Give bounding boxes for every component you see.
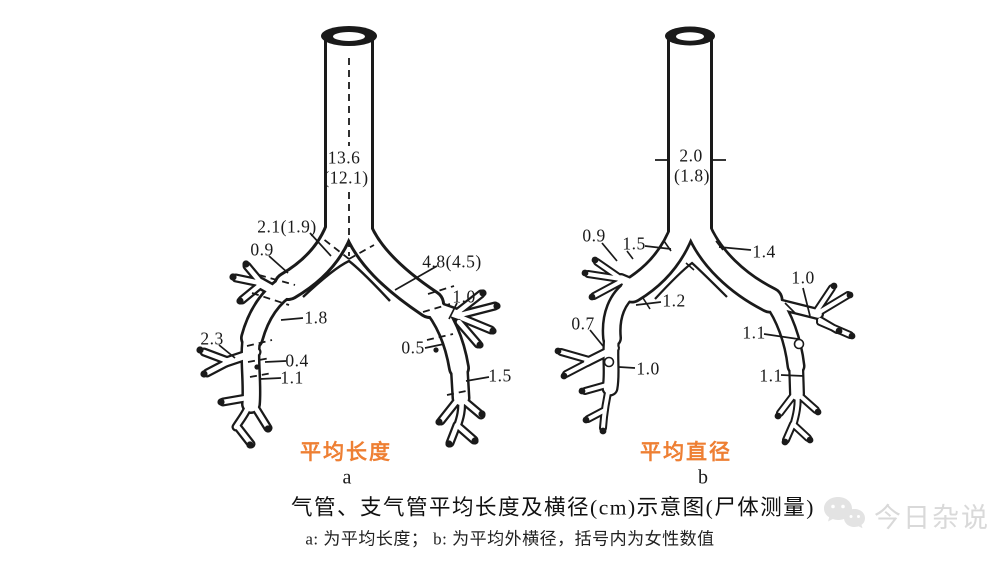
figure-caption-note: a: 为平均长度； b: 为平均外横径，括号内为女性数值: [305, 529, 715, 549]
a-right-lower-label: 1.5: [488, 365, 512, 386]
a-trachea-length-female-label: (12.1): [323, 167, 369, 188]
b-right-lower-label: 1.1: [759, 365, 783, 386]
a-left-upper-branch-label: 0.9: [250, 239, 274, 260]
watermark-text: 今日杂说: [874, 502, 990, 533]
leader-lines-b: [589, 159, 811, 377]
b-trachea-diameter-female-label: (1.8): [673, 165, 711, 186]
wall-tick-marks-b: [626, 240, 796, 314]
carina-b: [654, 261, 728, 300]
wechat-bubbles-icon: [824, 497, 865, 529]
b-trachea-diameter-label: 2.0: [679, 145, 703, 166]
b-left-lower-label: 1.0: [636, 358, 660, 379]
diagram-b-tag: b: [698, 466, 708, 489]
b-left-intermediate-label: 1.2: [662, 290, 686, 311]
a-left-middle-branch-label: 2.3: [200, 328, 224, 349]
branch-tips-a: [196, 260, 501, 449]
a-left-lower-a-label: 0.4: [285, 350, 309, 371]
b-right-main-bronchus-label: 1.4: [752, 241, 776, 262]
b-left-main-bronchus-label: 1.5: [622, 233, 646, 254]
trachea-opening-b: [665, 26, 715, 46]
a-right-intermediate-label: 0.5: [401, 337, 425, 358]
watermark: 今日杂说: [821, 494, 990, 536]
a-left-intermediate-label: 1.8: [304, 307, 328, 328]
a-left-main-bronchus-label: 2.1(1.9): [257, 216, 317, 237]
a-right-main-bronchus-label: 4.8(4.5): [422, 251, 482, 272]
reference-dots-a: [254, 347, 439, 370]
b-left-middle-branch-label: 0.7: [571, 313, 595, 334]
diagram-a-title: 平均长度: [300, 441, 392, 464]
leader-lines-a: [218, 232, 490, 382]
b-right-upper-branch-label: 1.0: [791, 267, 815, 288]
figure-caption: 气管、支气管平均长度及横径(cm)示意图(尸体测量): [291, 495, 815, 520]
b-left-upper-branch-label: 0.9: [582, 225, 606, 246]
diagram-b-title: 平均直径: [640, 441, 732, 464]
a-right-upper-branch-label: 1.0: [452, 286, 476, 307]
a-trachea-length-label: 13.6: [327, 147, 361, 168]
a-left-lower-b-label: 1.1: [280, 367, 304, 388]
carina-a: [302, 259, 391, 302]
trachea-opening-a: [321, 26, 377, 46]
diagram-a-tag: a: [342, 466, 352, 489]
branch-tips-b: [554, 256, 856, 446]
reference-circles-b: [603, 338, 805, 368]
dashed-measure-lines-a: [246, 58, 467, 396]
b-right-intermediate-label: 1.1: [742, 322, 766, 343]
